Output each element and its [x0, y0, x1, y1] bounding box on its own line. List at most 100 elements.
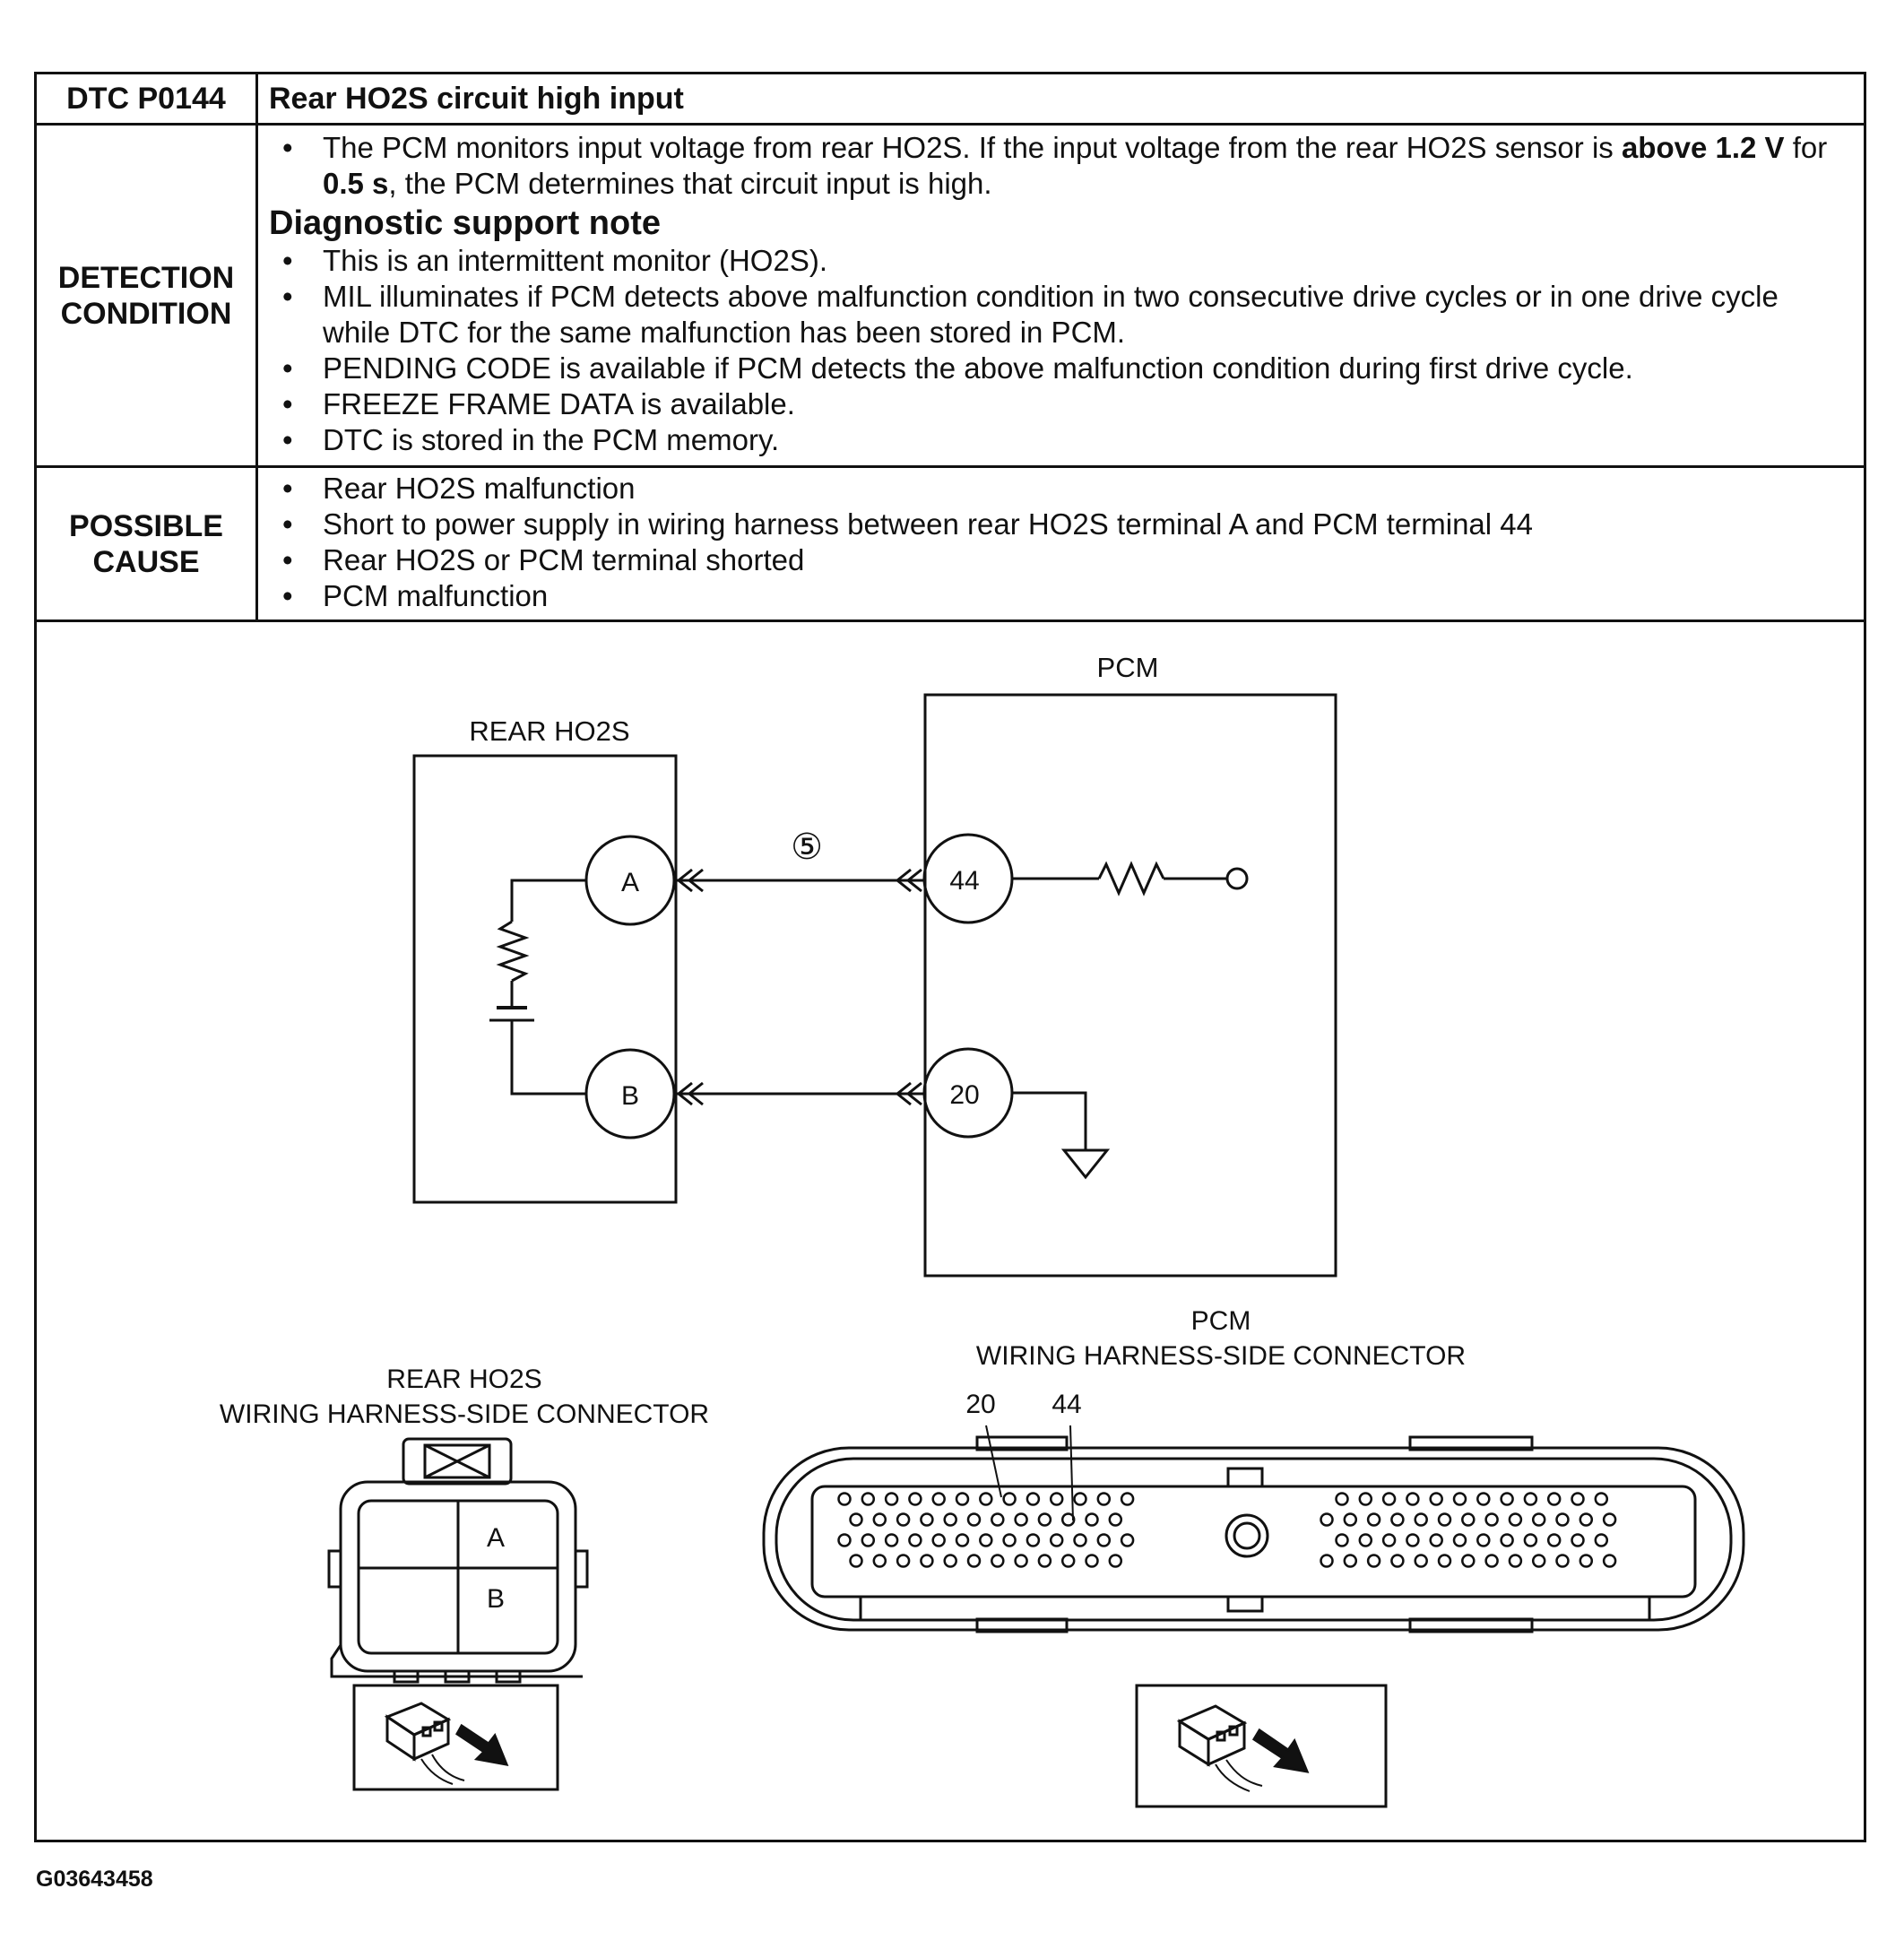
note-item: FREEZE FRAME DATA is available.	[282, 386, 1853, 422]
connector-pin	[837, 1492, 852, 1506]
connector-pin	[1571, 1492, 1585, 1506]
connector-pin	[1390, 1512, 1405, 1527]
connector-pin	[991, 1512, 1005, 1527]
connector-pin	[861, 1533, 876, 1547]
connector-pin	[1085, 1554, 1099, 1568]
connector-pin	[1579, 1512, 1594, 1527]
connector-pin	[1500, 1533, 1514, 1547]
connector-pin	[1523, 1492, 1538, 1506]
connector-pin	[966, 1512, 982, 1527]
connector-pin	[1073, 1533, 1087, 1547]
note-item: This is an intermittent monitor (HO2S).	[282, 243, 1853, 279]
connector-pin	[1508, 1554, 1523, 1568]
connector-pin	[1406, 1492, 1420, 1506]
connector-pin	[1594, 1492, 1609, 1506]
connector-pin	[1414, 1512, 1428, 1527]
connector-pin	[1037, 1554, 1052, 1568]
detection-main-list: The PCM monitors input voltage from rear…	[269, 130, 1853, 202]
connector-pin	[1500, 1492, 1514, 1506]
dtc-table: DTC P0144 Rear HO2S circuit high input D…	[34, 72, 1866, 622]
connector-pin	[1531, 1512, 1546, 1527]
pcm-connector-title-2: WIRING HARNESS-SIDE CONNECTOR	[976, 1341, 1466, 1371]
connector-pin	[1429, 1533, 1443, 1547]
detection-threshold: above 1.2 V	[1621, 130, 1785, 164]
detection-duration: 0.5 s	[323, 166, 389, 200]
connector-pin	[1381, 1492, 1397, 1506]
header-row: DTC P0144 Rear HO2S circuit high input	[34, 72, 1866, 126]
notes-list: This is an intermittent monitor (HO2S). …	[269, 243, 1853, 458]
pcm-terminal-20-label: 20	[949, 1080, 979, 1110]
connector-pin	[1096, 1492, 1112, 1506]
connector-pin	[931, 1533, 946, 1547]
connector-pin	[884, 1533, 899, 1547]
connector-pin	[1002, 1533, 1017, 1547]
connector-pin	[1049, 1492, 1064, 1506]
connector-pin	[1026, 1533, 1041, 1547]
connector-pin	[1546, 1533, 1562, 1547]
pcm-connector	[762, 1435, 1745, 1633]
harness-side-view-icon	[1135, 1684, 1388, 1808]
terminal-a: A	[584, 835, 676, 926]
cause-list: Rear HO2S malfunction Short to power sup…	[269, 471, 1853, 614]
connector-pin	[943, 1554, 957, 1568]
connector-pin	[1594, 1533, 1609, 1547]
connector-pin	[1026, 1492, 1041, 1506]
connector-pin	[872, 1512, 887, 1527]
cause-item: Rear HO2S malfunction	[282, 471, 1853, 507]
connector-pin	[1476, 1533, 1491, 1547]
possible-cause-content: Rear HO2S malfunction Short to power sup…	[255, 465, 1866, 622]
connector-pin	[1437, 1512, 1452, 1527]
pcm-connector-pin-20: 20	[965, 1390, 995, 1419]
note-item: PENDING CODE is available if PCM detects…	[282, 351, 1853, 386]
connector-pin	[1531, 1554, 1546, 1568]
figure-id: G03643458	[36, 1867, 153, 1892]
connector-pin	[849, 1554, 863, 1568]
detection-label-line1: DETECTION	[57, 260, 235, 295]
connector-pin	[991, 1554, 1005, 1568]
detection-row: DETECTION CONDITION The PCM monitors inp…	[34, 123, 1866, 468]
connector-pin	[1523, 1533, 1538, 1547]
dtc-title: Rear HO2S circuit high input	[255, 72, 1866, 126]
pcm-connector-pins	[837, 1492, 1617, 1568]
note-item: DTC is stored in the PCM memory.	[282, 422, 1853, 458]
detection-label-line2: CONDITION	[60, 296, 232, 331]
connector-pin	[1014, 1554, 1028, 1568]
connector-pin	[1049, 1533, 1064, 1547]
connector-pin	[1085, 1512, 1099, 1527]
detection-label: DETECTION CONDITION	[34, 123, 258, 468]
connector-pin	[1366, 1554, 1381, 1568]
connector-pin	[896, 1512, 911, 1527]
connector-pin	[1120, 1492, 1135, 1506]
terminal-b-label: B	[621, 1081, 639, 1111]
connector-pin	[1508, 1512, 1523, 1527]
wire-b-20	[674, 1081, 924, 1106]
connector-pin	[861, 1492, 876, 1506]
pcm-terminal-20: 20	[922, 1047, 1014, 1139]
connector-pin	[1358, 1492, 1373, 1506]
connector-pin	[1484, 1554, 1499, 1568]
pcm-pullup-resistor	[1012, 861, 1249, 897]
cause-item: Rear HO2S or PCM terminal shorted	[282, 542, 1853, 578]
connector-pin	[1571, 1533, 1585, 1547]
connector-pin	[920, 1512, 934, 1527]
connector-pin	[955, 1533, 970, 1547]
detection-content: The PCM monitors input voltage from rear…	[255, 123, 1866, 468]
connector-pin	[1381, 1533, 1397, 1547]
sensor-connector-cell-a: A	[487, 1523, 505, 1553]
connector-pin	[1461, 1512, 1476, 1527]
connector-pin	[979, 1492, 993, 1506]
sensor-connector-title-2: WIRING HARNESS-SIDE CONNECTOR	[220, 1399, 709, 1429]
pcm-terminal-44: 44	[922, 833, 1014, 924]
sensor-label: REAR HO2S	[469, 715, 629, 747]
connector-pin	[1406, 1533, 1420, 1547]
detection-text-2: for	[1784, 130, 1828, 164]
pin-44-leader	[1069, 1425, 1074, 1521]
cause-label-line2: CAUSE	[92, 544, 200, 579]
connector-pin	[1366, 1512, 1381, 1527]
connector-pin	[1476, 1492, 1491, 1506]
connector-pin	[1437, 1554, 1452, 1568]
connector-pin	[896, 1554, 911, 1568]
connector-pin	[1096, 1533, 1112, 1547]
sensor-connector-title-1: REAR HO2S	[386, 1365, 541, 1394]
